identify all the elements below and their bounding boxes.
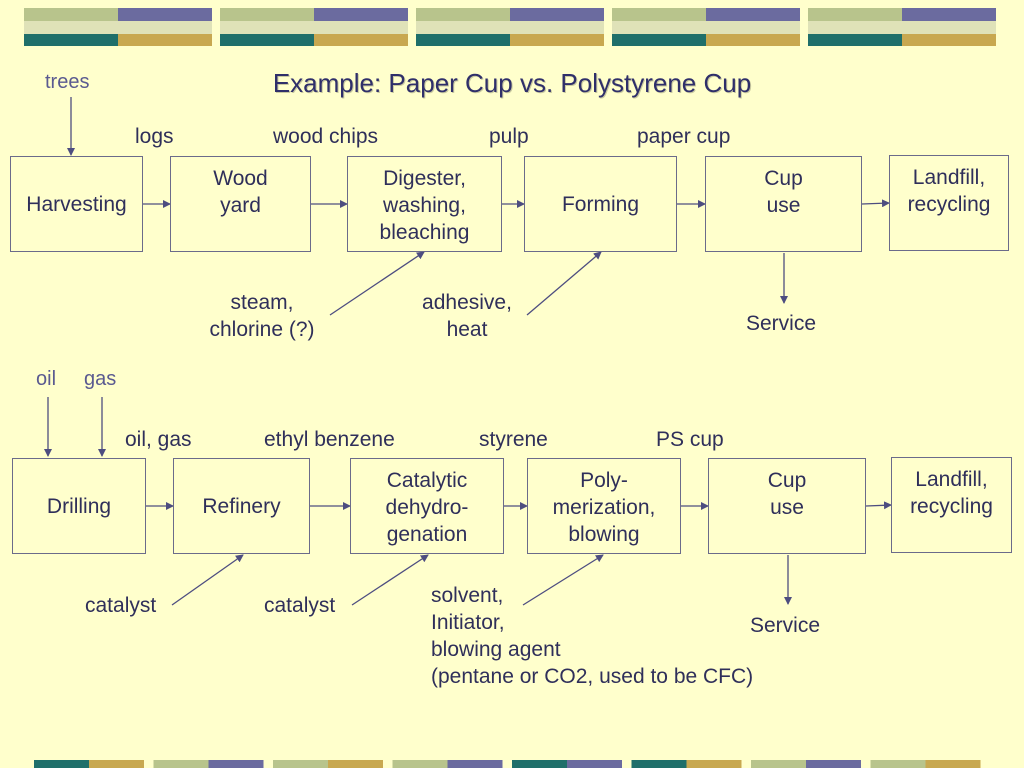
flow-label-wood-chips: wood chips (273, 125, 379, 148)
flow-label-styrene: styrene (479, 428, 548, 451)
footer-band-right (686, 760, 742, 768)
header-band-sage (808, 8, 902, 21)
box-harvesting: Harvesting (10, 156, 143, 252)
flow-label-paper-cup: paper cup (637, 125, 731, 148)
header-band-teal (808, 34, 902, 46)
header-band-teal (24, 34, 118, 46)
flow-label-pulp: pulp (489, 125, 529, 148)
header-band-gold (902, 34, 996, 46)
header-bands (24, 8, 996, 46)
arrow-steam-digester (329, 251, 425, 316)
footer-band-left (34, 760, 89, 768)
header-band-purple (706, 8, 800, 21)
box-cup-use-ps: Cup use (708, 458, 866, 554)
arrow-cupuse-landfill (861, 199, 890, 208)
header-band-teal (612, 34, 706, 46)
header-band-gold (118, 34, 212, 46)
footer-band-right (806, 760, 861, 768)
footer-band-right (567, 760, 622, 768)
footer-band-right (89, 760, 144, 768)
header-band-light (808, 21, 996, 34)
header-band-purple (902, 8, 996, 21)
header-band-sage (220, 8, 314, 21)
footer-band-left (870, 760, 926, 768)
header-band-light (612, 21, 800, 34)
footer-band-right (208, 760, 264, 768)
footer-band-left (153, 760, 209, 768)
side-input-solvent: solvent, Initiator, blowing agent (penta… (431, 584, 754, 688)
box-wood-yard: Wood yard (170, 156, 311, 252)
header-band-light (24, 21, 212, 34)
box-drilling: Drilling (12, 458, 146, 554)
slide-title: Example: Paper Cup vs. Polystyrene Cup (272, 68, 752, 98)
box-landfill-recycling-ps: Landfill, recycling (891, 457, 1012, 553)
box-forming: Forming (524, 156, 677, 252)
footer-band-left (273, 760, 328, 768)
header-band-teal (220, 34, 314, 46)
footer-band-left (392, 760, 448, 768)
side-input-catalyst-1: catalyst (85, 594, 157, 617)
header-band-gold (706, 34, 800, 46)
arrow-catalyst-catalytic (351, 554, 429, 606)
header-band-gold (510, 34, 604, 46)
box-landfill-recycling: Landfill, recycling (889, 155, 1009, 251)
flow-label-ethyl-benzene: ethyl benzene (264, 428, 395, 451)
box-digester: Digester, washing, bleaching (347, 156, 502, 252)
arrow-cupuse-landfill-ps (865, 501, 892, 510)
footer-band-left (631, 760, 687, 768)
box-polymerization: Poly- merization, blowing (527, 458, 681, 554)
footer-band-right (925, 760, 981, 768)
flow-label-logs: logs (135, 125, 174, 148)
footer-band-left (512, 760, 567, 768)
input-trees: trees (45, 71, 90, 93)
output-service: Service (746, 312, 817, 335)
output-service-ps: Service (750, 614, 821, 637)
header-band-sage (416, 8, 510, 21)
footer-band-left (751, 760, 806, 768)
header-band-teal (416, 34, 510, 46)
box-catalytic-dehydrogenation: Catalytic dehydro- genation (350, 458, 504, 554)
header-band-light (416, 21, 604, 34)
header-band-gold (314, 34, 408, 46)
side-input-catalyst-2: catalyst (264, 594, 336, 617)
arrow-solvent-polymerization (522, 554, 604, 606)
footer-band-right (447, 760, 503, 768)
header-band-sage (24, 8, 118, 21)
header-band-purple (314, 8, 408, 21)
flow-label-ps-cup: PS cup (656, 428, 724, 451)
arrow-catalyst-refinery (171, 554, 244, 606)
input-gas: gas (84, 368, 117, 390)
flow-label-oil-gas: oil, gas (125, 428, 192, 451)
header-band-sage (612, 8, 706, 21)
side-input-adhesive-heat: adhesive, heat (422, 291, 512, 341)
header-band-purple (118, 8, 212, 21)
header-band-purple (510, 8, 604, 21)
header-band-light (220, 21, 408, 34)
footer-band-right (328, 760, 383, 768)
side-input-steam-chlorine: steam, chlorine (?) (209, 291, 315, 341)
box-cup-use: Cup use (705, 156, 862, 252)
arrow-adhesive-forming (526, 251, 602, 316)
box-refinery: Refinery (173, 458, 310, 554)
footer-bands (34, 760, 981, 768)
input-oil: oil (36, 368, 57, 390)
